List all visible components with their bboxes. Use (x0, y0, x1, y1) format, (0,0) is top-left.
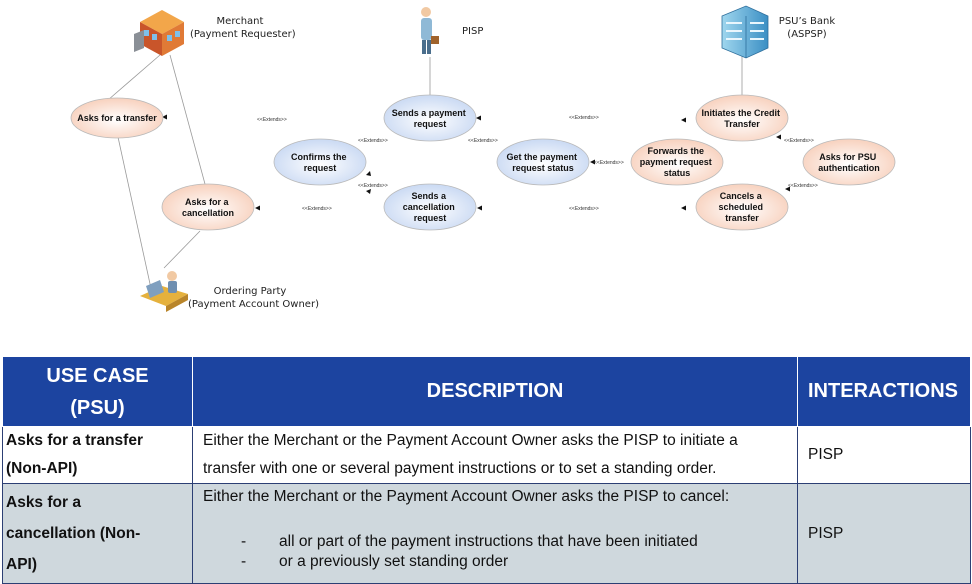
arrowhead (681, 205, 686, 211)
header-use-case: USE CASE (PSU) (2, 356, 193, 427)
header-description: DESCRIPTION (192, 356, 798, 427)
use-case-diagram: <<Extends>> <<Extends>> <<Extends>> <<Ex… (70, 5, 896, 312)
extends-label: <<Extends>> (594, 160, 624, 166)
extends-label: <<Extends>> (569, 115, 599, 121)
use-case-table: USE CASE (PSU) DESCRIPTION INTERACTIONS … (2, 356, 971, 584)
extend-markers (162, 114, 790, 211)
merchant-role: (Payment Requester) (190, 29, 296, 40)
use-case-line: Asks for a transfer (6, 432, 143, 449)
bank-role: (ASPSP) (787, 29, 827, 40)
table-row: Asks for a cancellation (Non- API) Eithe… (2, 483, 971, 584)
table-header-row: USE CASE (PSU) DESCRIPTION INTERACTIONS (2, 356, 971, 427)
uc-forwards-payment-request (630, 138, 724, 186)
arrowhead (681, 117, 686, 123)
bank-name: PSU’s Bank (778, 16, 836, 27)
merchant-name: Merchant (216, 16, 264, 27)
uc-label-sends-payment-request: Sends a payment request (392, 108, 469, 129)
uc-label-get-payment-status: Get the payment request status (506, 152, 579, 173)
extends-label: <<Extends>> (569, 206, 599, 212)
bullet-item: - all or part of the payment instruction… (203, 532, 797, 552)
assoc-owner-transfer (117, 136, 153, 294)
uc-label-initiates-credit-transfer: Initiates the Credit Transfer (701, 108, 782, 129)
assoc-merchant-cancellation (169, 54, 206, 185)
extends-label: <<Extends>> (257, 117, 287, 123)
uc-label-asks-cancellation: Asks for a cancellation (182, 197, 234, 218)
arrowhead (162, 114, 167, 120)
uc-asks-transfer (70, 97, 164, 139)
description-line: Either the Merchant or the Payment Accou… (203, 488, 730, 505)
ordering-party-role: (Payment Account Owner) (188, 299, 319, 310)
diagram-canvas: <<Extends>> <<Extends>> <<Extends>> <<Ex… (70, 5, 896, 312)
extends-label: <<Extends>> (358, 138, 388, 144)
header-use-case-line: USE CASE (46, 364, 149, 387)
uc-label-asks-transfer: Asks for a transfer (77, 113, 157, 123)
extends-label: <<Extends>> (784, 138, 814, 144)
header-use-case-line: (PSU) (70, 396, 125, 419)
row-interactions: PISP (797, 483, 971, 584)
association-lines (107, 54, 743, 294)
extends-label: <<Extends>> (358, 183, 388, 189)
bullet-dash: - (241, 533, 247, 550)
uc-sends-cancellation-request (383, 183, 477, 231)
uc-label-asks-psu-authentication: Asks for PSU authentication (818, 152, 880, 173)
bank-label: PSU’s Bank (ASPSP) (772, 15, 842, 41)
table-row: Asks for a transfer (Non-API) Either the… (2, 426, 971, 484)
bullet-dash: - (241, 553, 247, 570)
bullet-text: all or part of the payment instructions … (279, 533, 698, 550)
bullet-item: - or a previously set standing order (203, 552, 797, 572)
arrowhead (477, 205, 482, 211)
row-description: Either the Merchant or the Payment Accou… (192, 483, 798, 584)
row-description: Either the Merchant or the Payment Accou… (192, 426, 798, 484)
row-use-case: Asks for a cancellation (Non- API) (2, 483, 193, 584)
uc-get-payment-status (496, 138, 590, 186)
uc-asks-cancellation (161, 183, 255, 231)
arrowhead (776, 134, 781, 140)
extends-label: <<Extends>> (302, 206, 332, 212)
merchant-label: Merchant (Payment Requester) (190, 15, 296, 41)
use-case-line: Asks for a (6, 494, 81, 511)
bullet-text: or a previously set standing order (279, 553, 509, 570)
uc-label-confirms-request: Confirms the request (291, 152, 349, 173)
extends-label: <<Extends>> (468, 138, 498, 144)
use-case-labels: Asks for a transfer Asks for a cancellat… (77, 108, 880, 223)
uc-label-sends-cancellation-request: Sends a cancellation request (403, 191, 458, 223)
assoc-merchant-transfer (107, 54, 161, 101)
ordering-party-desk-icon (140, 271, 188, 312)
uc-label-forwards-payment-request: Forwards the payment request status (640, 146, 715, 178)
use-case-line: API) (6, 556, 37, 573)
uc-initiates-credit-transfer (695, 94, 789, 142)
ordering-party-name: Ordering Party (213, 286, 287, 297)
arrowhead (366, 171, 371, 176)
arrowhead (366, 189, 371, 194)
extends-label: <<Extends>> (788, 183, 818, 189)
description-line: Either the Merchant or the Payment Accou… (203, 432, 738, 449)
assoc-owner-cancellation (163, 230, 201, 269)
pisp-label: PISP (462, 25, 483, 38)
uc-confirms-request (273, 138, 367, 186)
extends-labels: <<Extends>> <<Extends>> <<Extends>> <<Ex… (257, 115, 818, 212)
use-case-line: cancellation (Non- (6, 525, 141, 542)
uc-sends-payment-request (383, 94, 477, 142)
arrowhead (590, 159, 595, 165)
arrowhead (255, 205, 260, 211)
pisp-person-icon (421, 7, 439, 54)
row-use-case: Asks for a transfer (Non-API) (2, 426, 193, 484)
description-line: transfer with one or several payment ins… (203, 460, 717, 477)
ordering-party-label: Ordering Party (Payment Account Owner) (188, 285, 319, 311)
merchant-store-icon (134, 10, 184, 56)
use-case-line: (Non-API) (6, 460, 78, 477)
arrowhead (476, 115, 481, 121)
uc-label-cancels-scheduled-transfer: Cancels a scheduled transfer (718, 191, 765, 223)
row-interactions: PISP (797, 426, 971, 484)
use-case-ellipses (70, 94, 896, 231)
uc-asks-psu-authentication (802, 138, 896, 186)
header-interactions: INTERACTIONS (797, 356, 971, 427)
pisp-name: PISP (462, 26, 484, 37)
bank-building-icon (721, 5, 769, 59)
uc-cancels-scheduled-transfer (695, 183, 789, 231)
arrowhead (785, 186, 790, 192)
